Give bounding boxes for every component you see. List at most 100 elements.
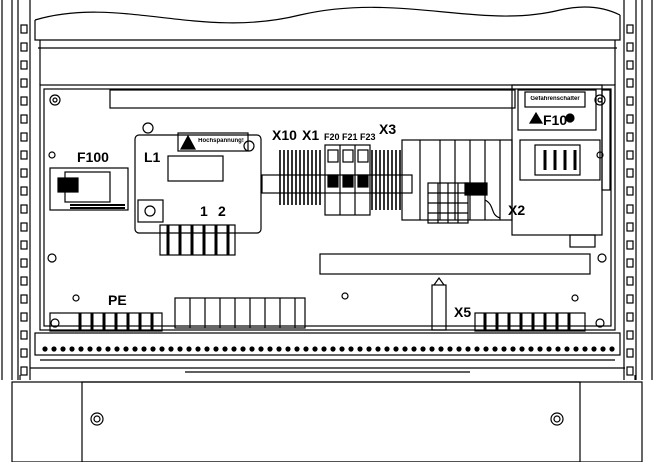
rail-hole — [330, 346, 336, 352]
rail-hole — [60, 346, 66, 352]
rail-hole — [339, 346, 345, 352]
rail-hole — [249, 346, 255, 352]
rail-hole — [20, 276, 28, 286]
top-break-line — [34, 6, 621, 24]
label-f23: F23 — [360, 132, 376, 142]
rail-hole — [141, 346, 147, 352]
label-f100: F100 — [77, 149, 109, 165]
rail-hole — [20, 312, 28, 322]
rail-hole — [20, 60, 28, 70]
rail-hole — [582, 346, 588, 352]
rail-hole — [626, 258, 634, 268]
rail-hole — [402, 346, 408, 352]
rail-hole — [546, 346, 552, 352]
rail-hole — [20, 150, 28, 160]
rail-hole — [168, 346, 174, 352]
rail-hole — [366, 346, 372, 352]
label-l1: L1 — [144, 149, 161, 165]
rail-hole — [626, 186, 634, 196]
rail-hole — [20, 96, 28, 106]
rail-hole — [240, 346, 246, 352]
rail-hole — [626, 150, 634, 160]
right-rail — [623, 0, 653, 380]
rail-hole — [510, 346, 516, 352]
label-x5: X5 — [454, 304, 472, 320]
label-x2: X2 — [508, 202, 526, 218]
rail-hole — [438, 346, 444, 352]
rail-hole — [321, 346, 327, 352]
rail-hole — [20, 240, 28, 250]
rail-hole — [105, 346, 111, 352]
rail-hole — [20, 186, 28, 196]
rail-hole — [20, 348, 28, 358]
rail-hole — [474, 346, 480, 352]
rail-hole — [20, 366, 28, 376]
rail-hole — [303, 346, 309, 352]
rail-hole — [465, 346, 471, 352]
rail-hole — [20, 330, 28, 340]
warning-sign-l1 — [177, 132, 249, 152]
warning-sign-f10-text: Gefahrenschalter — [530, 96, 580, 102]
rail-hole — [411, 346, 417, 352]
plinth — [11, 381, 643, 462]
rail-hole — [42, 346, 48, 352]
label-x10: X10 — [272, 127, 297, 143]
rail-hole — [159, 346, 165, 352]
rail-hole — [348, 346, 354, 352]
rail-hole — [294, 346, 300, 352]
rail-hole — [213, 346, 219, 352]
rail-hole — [186, 346, 192, 352]
din-rail — [261, 144, 413, 216]
rail-hole — [312, 346, 318, 352]
label-f20: F20 — [324, 132, 340, 142]
rail-hole — [20, 42, 28, 52]
warning-sign-f10 — [524, 91, 586, 108]
label-f10: F10 — [543, 112, 568, 128]
rail-hole — [429, 346, 435, 352]
label-x1: X1 — [302, 127, 320, 143]
pe-terminal-bar — [49, 276, 586, 332]
warning-sign-l1-text: Hochspannung! — [198, 138, 244, 144]
f10-device — [511, 84, 611, 248]
rail-hole — [393, 346, 399, 352]
rail-hole — [20, 78, 28, 88]
label-pe: PE — [108, 292, 127, 308]
rail-hole — [609, 346, 615, 352]
rail-hole — [267, 346, 273, 352]
rail-hole — [626, 24, 634, 34]
bottom-rail — [19, 332, 636, 380]
rail-hole — [626, 366, 634, 376]
rail-hole — [78, 346, 84, 352]
rail-hole — [258, 346, 264, 352]
cable-duct-top — [109, 89, 516, 109]
label-x3: X3 — [379, 121, 397, 137]
rail-hole — [501, 346, 507, 352]
label-f21: F21 — [342, 132, 358, 142]
modular-block — [401, 139, 513, 224]
left-rail — [1, 0, 31, 380]
rail-hole — [564, 346, 570, 352]
rail-hole — [492, 346, 498, 352]
rail-hole — [20, 258, 28, 268]
rail-hole — [20, 132, 28, 142]
rail-hole — [456, 346, 462, 352]
rail-hole — [626, 114, 634, 124]
rail-hole — [114, 346, 120, 352]
rail-hole — [626, 204, 634, 214]
rail-hole — [87, 346, 93, 352]
rail-hole — [573, 346, 579, 352]
rail-hole — [447, 346, 453, 352]
rail-hole — [20, 222, 28, 232]
rail-hole — [626, 168, 634, 178]
rail-hole — [626, 78, 634, 88]
rail-hole — [626, 222, 634, 232]
rail-hole — [132, 346, 138, 352]
rail-hole — [195, 346, 201, 352]
rail-hole — [537, 346, 543, 352]
rail-hole — [231, 346, 237, 352]
rail-hole — [285, 346, 291, 352]
l1-device — [134, 122, 262, 256]
rail-hole — [420, 346, 426, 352]
rail-hole — [600, 346, 606, 352]
